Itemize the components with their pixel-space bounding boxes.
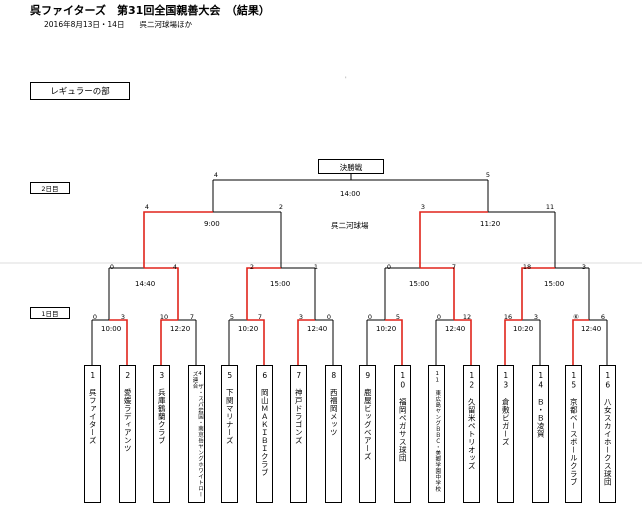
r1-5-score-left: 0 bbox=[367, 313, 373, 321]
r1-1-score-left: 0 bbox=[92, 313, 98, 321]
r1-4-time: 12:40 bbox=[307, 325, 328, 333]
r1-7-score-left: 16 bbox=[503, 313, 513, 321]
qf3-score-right: 7 bbox=[451, 263, 457, 271]
team-box-7: 7 神戸ドラゴンズ bbox=[290, 365, 307, 503]
r1-3-time: 10:20 bbox=[238, 325, 259, 333]
sf2-score-right: 11 bbox=[545, 203, 555, 211]
team-box-10: 10 福岡ペガサス球団 bbox=[394, 365, 411, 503]
r1-5-score-right: 5 bbox=[395, 313, 401, 321]
r1-7-score-right: 3 bbox=[533, 313, 539, 321]
qf4-score-left: 18 bbox=[522, 263, 532, 271]
qf3-score-left: 0 bbox=[386, 263, 392, 271]
sf1-time: 9:00 bbox=[204, 220, 220, 228]
qf2-time: 15:00 bbox=[270, 280, 291, 288]
sf1-score-left: 4 bbox=[144, 203, 150, 211]
team-box-8: 8 西福岡メッツ bbox=[325, 365, 342, 503]
r1-8-score-right: 6 bbox=[600, 313, 606, 321]
r1-3-score-right: 7 bbox=[257, 313, 263, 321]
event-dates: 2016年8月13日・14日 呉二河球場ほか bbox=[44, 20, 192, 29]
sf2-score-left: 3 bbox=[420, 203, 426, 211]
final-time: 14:00 bbox=[340, 190, 361, 198]
qf4-score-right: 3 bbox=[581, 263, 587, 271]
day2-label: 2日目 bbox=[30, 182, 70, 194]
sf1-score-right: 2 bbox=[278, 203, 284, 211]
r1-5-time: 10:20 bbox=[376, 325, 397, 333]
r1-4-score-left: 3 bbox=[298, 313, 304, 321]
final-label: 決勝戦 bbox=[318, 159, 384, 174]
qf1-time: 14:40 bbox=[135, 280, 156, 288]
team-box-6: 6 岡山ＭＡＫＩＢＩクラブ bbox=[256, 365, 273, 503]
final-score-left: 4 bbox=[213, 171, 219, 179]
r1-1-score-right: 3 bbox=[120, 313, 126, 321]
r1-8-time: 12:40 bbox=[581, 325, 602, 333]
team-box-13: 13 倉敷ビガーズ bbox=[497, 365, 514, 503]
team-box-2: 2 愛媛ラディアンツ bbox=[119, 365, 136, 503]
team-box-16: 16 八女スカイホークス球団 bbox=[599, 365, 616, 503]
team-box-12: 12 久留米ペトリオッズ bbox=[463, 365, 480, 503]
stray-mark: ' bbox=[345, 76, 347, 83]
day1-label: 1日目 bbox=[30, 307, 70, 319]
r1-2-score-right: 7 bbox=[189, 313, 195, 321]
r1-2-time: 12:20 bbox=[170, 325, 191, 333]
team-box-4: 4 ザ・スパ岩国・南京岳ヤングホワイトローズ連合 bbox=[188, 365, 205, 503]
team-box-14: 14 Ｂ・Ｂ凌賀 bbox=[532, 365, 549, 503]
final-score-right: 5 bbox=[485, 171, 491, 179]
team-box-9: 9 鹿屋ビッグベアーズ bbox=[359, 365, 376, 503]
r1-1-time: 10:00 bbox=[101, 325, 122, 333]
qf2-score-right: 1 bbox=[313, 263, 319, 271]
r1-2-score-left: 10 bbox=[159, 313, 169, 321]
qf3-time: 15:00 bbox=[409, 280, 430, 288]
qf1-score-left: 0 bbox=[109, 263, 115, 271]
page-title: 呉ファイターズ 第31回全国親善大会 （結果） bbox=[30, 4, 270, 17]
qf4-time: 15:00 bbox=[544, 280, 565, 288]
venue-label: 呉二河球場 bbox=[331, 221, 369, 230]
team-box-3: 3 兵庫鶴蘭クラブ bbox=[153, 365, 170, 503]
r1-4-score-right: 0 bbox=[326, 313, 332, 321]
team-box-15: 15 京都ベースボールクラブ bbox=[565, 365, 582, 503]
team-box-11: 11 東広島ヤングＢＢＣ・美郷学園中学校 bbox=[428, 365, 445, 503]
r1-7-time: 10:20 bbox=[513, 325, 534, 333]
r1-6-score-left: 0 bbox=[436, 313, 442, 321]
qf1-score-right: 4 bbox=[172, 263, 178, 271]
division-label: レギュラーの部 bbox=[30, 82, 130, 100]
qf2-score-left: 2 bbox=[249, 263, 255, 271]
r1-8-score-left: ⑥ bbox=[573, 313, 579, 321]
sf2-time: 11:20 bbox=[480, 220, 501, 228]
team-box-5: 5 下関マリナーズ bbox=[221, 365, 238, 503]
team-box-1: 1 呉ファイターズ bbox=[84, 365, 101, 503]
r1-6-time: 12:40 bbox=[445, 325, 466, 333]
r1-3-score-left: 5 bbox=[229, 313, 235, 321]
r1-6-score-right: 12 bbox=[462, 313, 472, 321]
